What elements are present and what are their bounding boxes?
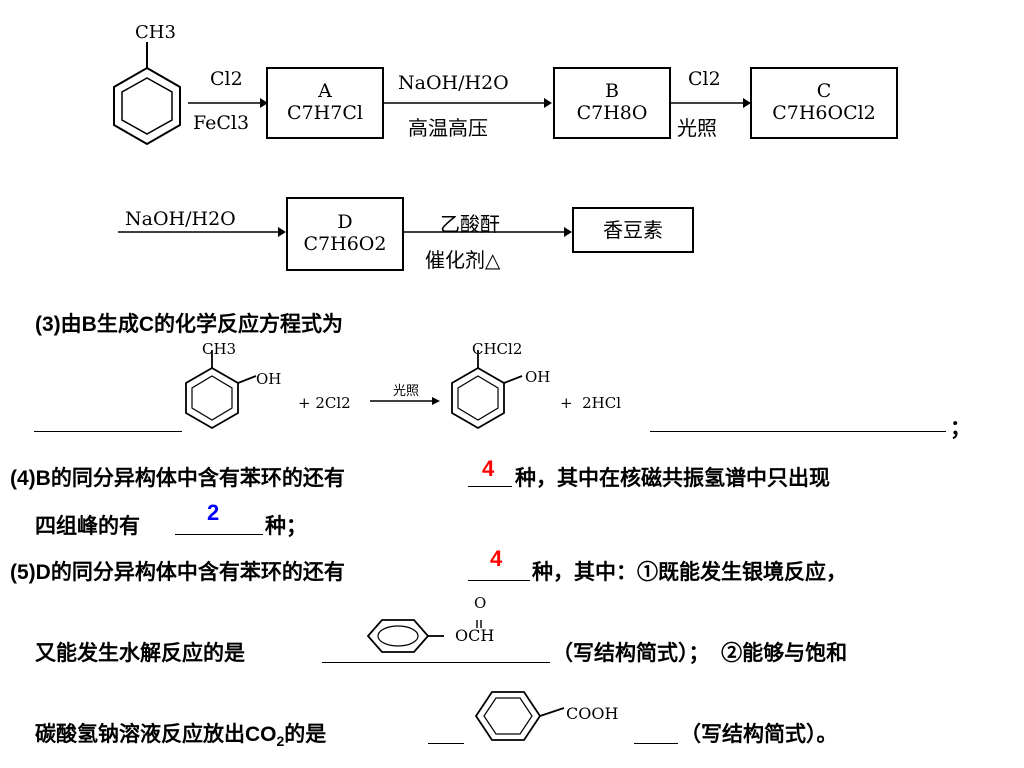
q3-arrow <box>370 397 440 405</box>
q4-line1-b: 种，其中在核磁共振氢谱中只出现 <box>515 467 830 490</box>
q5-answer1: 4 <box>490 546 503 571</box>
step1-arrow <box>188 98 268 108</box>
q3-product-chcl2: CHCl2 <box>472 340 523 358</box>
q5-blank1 <box>468 580 530 581</box>
q3-prompt: (3)由B生成C的化学反应方程式为 <box>35 313 343 336</box>
toluene-structure <box>113 42 181 146</box>
compound-b-formula: C7H8O <box>576 102 648 124</box>
q5-line3-c: （写结构简式）。 <box>680 723 838 746</box>
q4-blank2 <box>175 534 263 535</box>
compound-c-formula: C7H6OCl2 <box>772 102 876 124</box>
step2-arrow <box>384 98 552 108</box>
q4-answer2: 2 <box>207 500 220 525</box>
compound-d-name: D <box>337 211 353 234</box>
step1-reagent: Cl2 <box>210 68 243 90</box>
q5-line2-a: 又能发生水解反应的是 <box>35 642 245 665</box>
q4-line2-a: 四组峰的有 <box>35 515 140 538</box>
q4-line2-b: 种； <box>265 515 307 538</box>
q3-reactant-ch3: CH3 <box>202 340 237 358</box>
q5-line3-text-b: 的是 <box>284 723 327 746</box>
q4-answer1: 4 <box>482 456 495 481</box>
step3-condition: 光照 <box>677 116 717 140</box>
compound-a-box: A C7H7Cl <box>266 67 384 139</box>
step2-condition: 高温高压 <box>408 116 488 140</box>
compound-a-formula: C7H7Cl <box>287 102 363 124</box>
compound-a-name: A <box>318 80 332 103</box>
q4-blank1 <box>468 486 512 487</box>
q3-reagent: + 2Cl2 <box>298 394 351 412</box>
q3-product-structure <box>451 350 523 430</box>
step4-reagent: NaOH/H2O <box>125 208 236 230</box>
q5-blank3-right <box>634 743 678 744</box>
q3-reactant-structure <box>185 350 257 430</box>
q5-line2-b: （写结构简式）； ②能够与饱和 <box>552 642 848 665</box>
q5-ester-carbonyl-o: O <box>474 594 487 612</box>
q5-line3-text: 碳酸氢钠溶液反应放出CO <box>35 723 277 746</box>
q3-product-oh: OH <box>525 368 551 386</box>
q5-ester-group: OCH <box>455 626 495 645</box>
q3-blank-right <box>650 431 946 432</box>
compound-c-box: C C7H6OCl2 <box>750 67 898 139</box>
q5-blank3-left <box>428 743 464 744</box>
step3-arrow <box>671 98 751 108</box>
step1-catalyst: FeCl3 <box>193 112 250 134</box>
step2-reagent: NaOH/H2O <box>398 72 509 94</box>
step3-reagent: Cl2 <box>688 68 721 90</box>
q5-blank2 <box>322 662 550 663</box>
toluene-ch3-label: CH3 <box>135 22 176 43</box>
q5-benzoic-acid-structure <box>474 691 565 741</box>
q3-reactant-oh: OH <box>256 370 282 388</box>
q5-phenyl-formate-structure <box>366 619 482 653</box>
compound-d-formula: C7H6O2 <box>303 233 387 255</box>
compound-b-name: B <box>605 80 619 103</box>
q3-byproduct: + 2HCl <box>560 394 622 412</box>
q3-condition: 光照 <box>393 384 420 399</box>
compound-b-box: B C7H8O <box>553 67 671 139</box>
compound-d-box: D C7H6O2 <box>286 197 404 271</box>
q3-blank-left <box>34 431 182 432</box>
coumarin-box: 香豆素 <box>572 207 694 253</box>
step5-arrow <box>404 227 572 237</box>
q5-line1-b: 种，其中：①既能发生银境反应， <box>532 561 847 584</box>
q5-line1-a: (5)D的同分异构体中含有苯环的还有 <box>10 561 345 584</box>
q5-line3-subscript: 2 <box>276 733 285 750</box>
q3-end-punct: ； <box>950 417 971 440</box>
step5-condition: 催化剂△ <box>425 248 501 272</box>
compound-c-name: C <box>816 80 832 103</box>
q5-acid-group: COOH <box>566 704 619 723</box>
q5-line3-a: 碳酸氢钠溶液反应放出CO2的是 <box>35 718 326 749</box>
step4-arrow <box>118 227 286 237</box>
q4-line1-a: (4)B的同分异构体中含有苯环的还有 <box>10 467 345 490</box>
